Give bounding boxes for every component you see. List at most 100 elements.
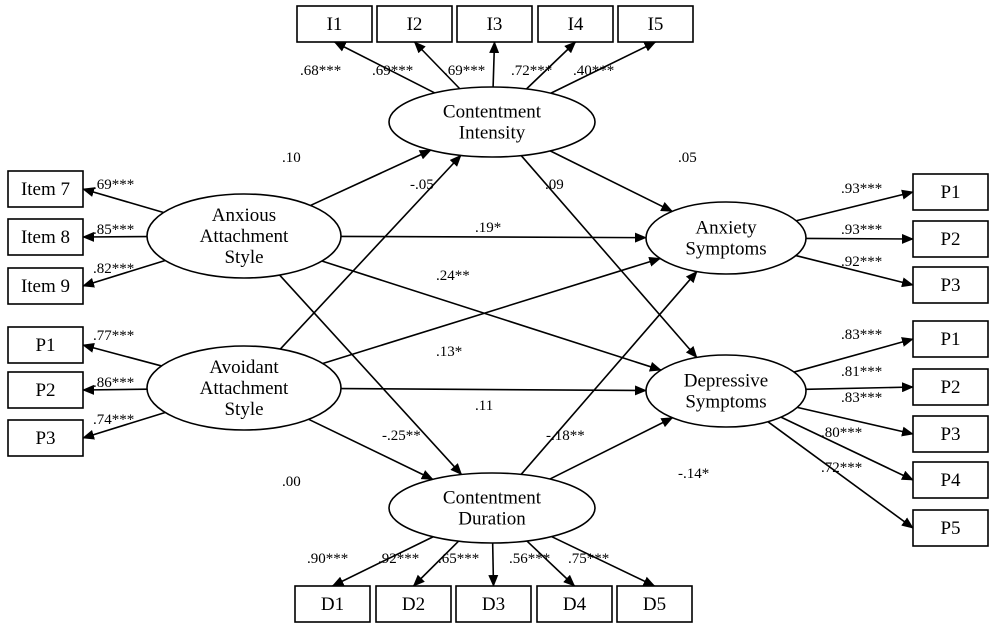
loading-coef-ci-4: .72***	[511, 63, 552, 79]
loading-arrow-cd-2	[412, 540, 460, 587]
loading-arrow-avs-2	[82, 384, 148, 395]
path-coef-aas-to-anx: .19*	[475, 220, 501, 236]
loading-arrow-avs-1	[82, 343, 162, 367]
indicator-label-ci-5: I5	[648, 14, 664, 35]
loading-coef-avs-3: .74***	[93, 412, 134, 428]
loading-arrow-anx-1	[796, 189, 914, 222]
loading-arrow-dep-3	[797, 406, 914, 437]
path-arrow-ci-to-dep	[520, 155, 698, 359]
indicator-box-cd-4	[536, 585, 613, 623]
indicator-label-anx-1: P1	[940, 182, 960, 203]
indicator-label-dep-4: P4	[940, 470, 961, 491]
indicator-box-ci-1	[296, 5, 373, 43]
path-coef-cd-to-anx: -.18**	[546, 428, 585, 444]
latent-ellipse-ci	[388, 86, 596, 158]
indicator-box-avs-2	[7, 371, 84, 409]
loading-arrow-aas-3	[82, 259, 166, 288]
path-arrow-cd-to-anx	[520, 270, 698, 475]
indicator-box-cd-5	[616, 585, 693, 623]
indicator-box-dep-2	[912, 368, 989, 406]
loading-coef-aas-1: .69***	[93, 177, 134, 193]
indicator-box-dep-4	[912, 461, 989, 499]
loading-arrow-ci-4	[525, 41, 577, 90]
indicator-label-ci-3: I3	[487, 14, 503, 35]
indicator-label-avs-1: P1	[35, 335, 55, 356]
indicator-box-avs-3	[7, 419, 84, 457]
indicator-label-cd-2: D2	[402, 594, 425, 615]
latent-label-aas-line-2: Attachment	[200, 226, 289, 247]
path-arrow-cd-to-dep	[549, 417, 674, 480]
path-coef-ci-to-anx: .05	[678, 150, 697, 166]
indicator-label-cd-1: D1	[321, 594, 344, 615]
indicator-box-aas-3	[7, 267, 84, 305]
latent-label-avs-line-1: Avoidant	[209, 357, 279, 378]
latent-label-dep-line-1: Depressive	[684, 371, 768, 392]
latent-label-anx-line-1: Anxiety	[695, 218, 757, 239]
path-coef-avs-to-ci: -.05	[410, 177, 434, 193]
latent-ellipse-dep	[645, 354, 807, 428]
loading-arrow-ci-2	[413, 41, 461, 90]
indicator-label-aas-1: Item 7	[21, 179, 70, 200]
path-arrow-aas-to-anx	[340, 232, 648, 243]
loading-coef-cd-5: .75***	[568, 551, 609, 567]
loading-coef-ci-3: .69***	[444, 63, 485, 79]
latent-ellipse-aas	[146, 193, 342, 279]
latent-label-cd-line-1: Contentment	[443, 488, 542, 509]
loading-arrow-avs-3	[82, 411, 166, 440]
loading-coef-dep-1: .83***	[841, 327, 882, 343]
indicator-box-anx-1	[912, 173, 989, 211]
loading-coef-anx-1: .93***	[841, 181, 882, 197]
loading-coef-cd-2: .92***	[378, 551, 419, 567]
loading-coef-anx-2: .93***	[841, 222, 882, 238]
indicator-box-avs-1	[7, 326, 84, 364]
indicator-box-anx-2	[912, 220, 989, 258]
indicator-label-ci-1: I1	[327, 14, 343, 35]
path-arrow-aas-to-cd	[279, 274, 463, 476]
path-arrow-avs-to-ci	[279, 154, 462, 350]
indicator-box-ci-5	[617, 5, 694, 43]
indicator-box-cd-2	[375, 585, 452, 623]
path-coef-avs-to-anx: .13*	[436, 344, 462, 360]
loading-coef-avs-1: .77***	[93, 328, 134, 344]
loading-arrow-cd-3	[488, 542, 499, 587]
loading-coef-aas-3: .82***	[93, 261, 134, 277]
path-arrow-ci-to-anx	[549, 150, 674, 213]
latent-ellipse-cd	[388, 472, 596, 544]
loading-arrow-ci-1	[333, 41, 436, 94]
path-arrow-avs-to-dep	[340, 385, 648, 396]
loading-arrow-dep-1	[793, 337, 914, 373]
indicator-box-cd-1	[294, 585, 371, 623]
indicator-label-ci-2: I2	[407, 14, 423, 35]
loading-arrow-ci-3	[489, 41, 500, 88]
labels-layer: .68*** .69*** .69*** .72*** .40*** .90*** .92*…	[93, 63, 882, 567]
path-coef-avs-to-cd: .00	[282, 474, 301, 490]
loading-coef-dep-5: .72***	[821, 460, 862, 476]
indicator-label-dep-1: P1	[940, 329, 960, 350]
loading-arrow-anx-2	[805, 233, 914, 244]
latent-label-avs-line-3: Style	[224, 399, 263, 420]
loading-coef-cd-3: .65***	[438, 551, 479, 567]
indicator-box-aas-2	[7, 218, 84, 256]
indicator-box-anx-3	[912, 266, 989, 304]
loading-arrow-cd-1	[331, 536, 434, 587]
loading-coef-cd-1: .90***	[307, 551, 348, 567]
loading-coef-aas-2: .85***	[93, 222, 134, 238]
indicator-label-avs-2: P2	[35, 380, 55, 401]
loading-coef-ci-5: .40***	[573, 63, 614, 79]
indicator-box-dep-3	[912, 415, 989, 453]
latent-label-cd-line-2: Duration	[458, 509, 526, 530]
indicator-box-ci-3	[456, 5, 533, 43]
loading-arrow-dep-4	[780, 416, 914, 481]
loading-coef-anx-3: .92***	[841, 254, 882, 270]
latent-label-aas-line-3: Style	[224, 247, 263, 268]
latent-ellipse-avs	[146, 345, 342, 431]
path-coef-ci-to-dep: .09	[545, 177, 564, 193]
latent-label-ci-line-1: Contentment	[443, 102, 542, 123]
loading-arrow-anx-3	[795, 254, 914, 288]
loading-coef-ci-1: .68***	[300, 63, 341, 79]
latent-label-dep-line-2: Symptoms	[685, 392, 766, 413]
indicator-label-anx-2: P2	[940, 229, 960, 250]
indicator-box-dep-5	[912, 509, 989, 547]
indicator-box-aas-1	[7, 170, 84, 208]
